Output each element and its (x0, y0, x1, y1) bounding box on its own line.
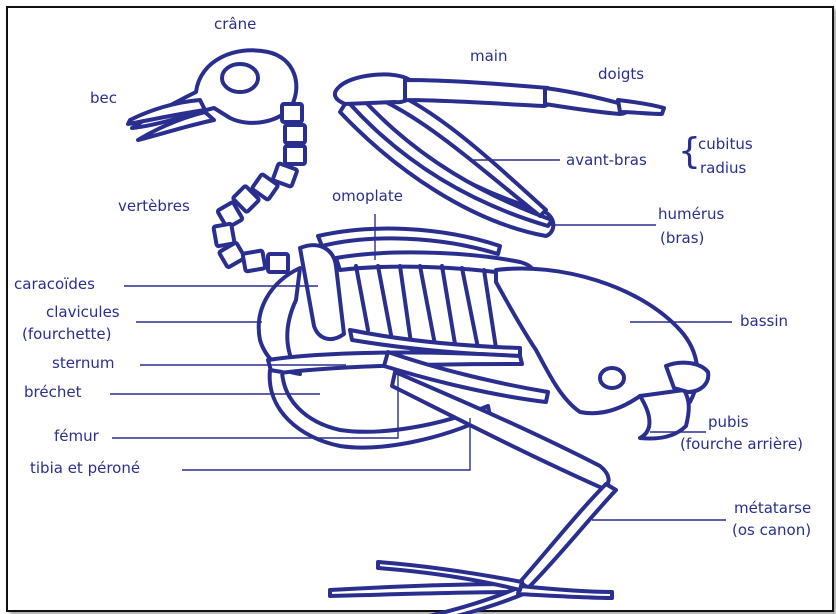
label-os-canon: (os canon) (732, 522, 811, 539)
label-tibia: tibia et péroné (30, 460, 140, 477)
neck-vertebrae (213, 104, 305, 272)
label-caracoides: caracoïdes (14, 276, 95, 293)
label-brechet: bréchet (24, 384, 81, 401)
finger-tip-bone (618, 100, 664, 114)
pubis-bone (640, 390, 689, 439)
label-vertebres: vertèbres (118, 198, 190, 215)
label-cubitus: cubitus (698, 136, 753, 153)
label-avant-bras: avant-bras (566, 152, 647, 169)
hand-bone (405, 80, 552, 106)
tail-bone (666, 363, 708, 392)
wrist-bone (335, 74, 414, 104)
pelvis-foramen (600, 368, 624, 388)
label-femur: fémur (54, 428, 99, 445)
label-pubis: pubis (708, 414, 749, 431)
label-bras: (bras) (660, 230, 704, 247)
label-crane: crâne (214, 16, 256, 33)
scapula-bone (318, 229, 500, 254)
label-fourchette: (fourchette) (22, 326, 111, 343)
label-bassin: bassin (740, 313, 788, 330)
label-sternum: sternum (52, 355, 114, 372)
eye-socket (222, 64, 258, 92)
mid-toe-bone (518, 586, 612, 598)
label-omoplate: omoplate (332, 188, 403, 205)
ulna-bone (350, 96, 552, 226)
finger-bone (545, 88, 627, 114)
leader-line-femur (112, 372, 398, 438)
label-doigts: doigts (598, 66, 644, 83)
label-fourche-arriere: (fourche arrière) (680, 436, 803, 453)
metatarsus-bone (520, 484, 616, 588)
label-humerus: humérus (658, 206, 724, 223)
label-clavicules: clavicules (46, 304, 120, 321)
label-bec: bec (90, 90, 117, 107)
front-toe-bone (330, 584, 520, 596)
label-radius: radius (700, 160, 746, 177)
label-main: main (470, 48, 507, 65)
label-metatarse: métatarse (734, 500, 811, 517)
